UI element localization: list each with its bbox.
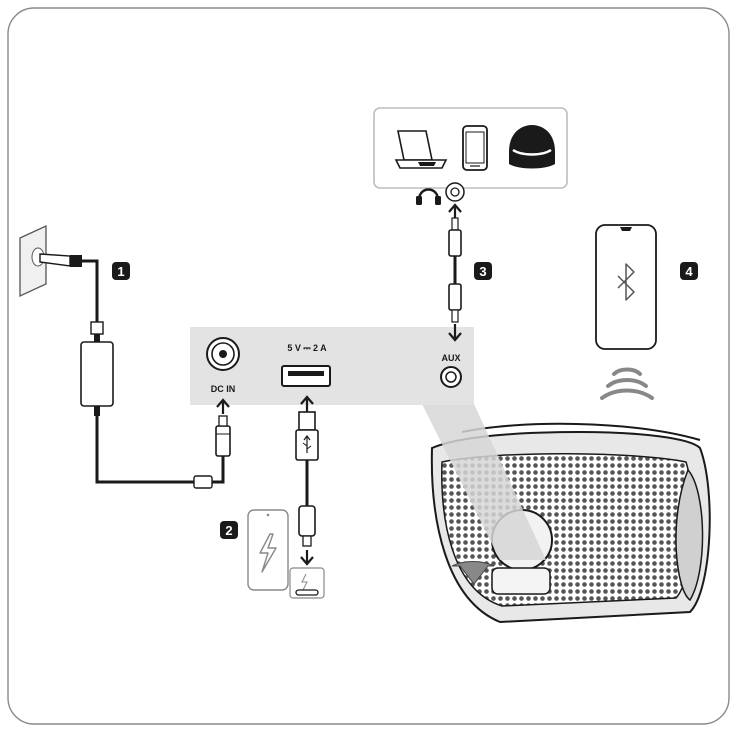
lightning-icon [259,533,277,573]
ferrite-bead [193,475,213,489]
aux-label: AUX [441,353,460,363]
dc-plug [215,415,231,457]
svg-text:3: 3 [479,264,486,279]
headphone-jack-icon [445,182,465,202]
headphones-icon [416,188,441,205]
usb-port [281,365,331,387]
charging-phone [247,509,289,591]
connector-panel: DC IN 5 V ⎓ 2 A AUX [190,327,474,405]
smart-speaker-icon [509,125,555,169]
aux-panel-arrow [448,324,462,342]
svg-text:1: 1 [117,264,124,279]
aux-plug-bottom [448,283,462,323]
laptop-icon [394,130,448,169]
step-2-badge: 2 [220,521,238,539]
step-4-badge: 4 [680,262,698,280]
svg-text:2: 2 [225,523,232,538]
usb-c-arrow [300,550,314,566]
aux-port [440,366,462,388]
smartphone-icon [462,125,488,171]
usb-icon [302,435,312,453]
svg-text:4: 4 [685,264,693,279]
dc-cable [95,416,225,484]
aux-source-arrow [448,203,462,218]
callout-wedge [422,404,546,560]
dc-arrow [216,398,230,414]
dc-in-port [206,337,240,371]
mains-cable [82,259,99,322]
step-3-badge: 3 [474,262,492,280]
device-usb-c-port [289,567,325,599]
usb-arrow [300,395,314,412]
power-adapter-icon [80,321,114,416]
dc-in-label: DC IN [211,384,236,394]
wireless-signal-icon [600,367,654,400]
aux-plug-top [448,217,462,257]
usb-rating-label: 5 V ⎓ 2 A [287,343,327,353]
bluetooth-icon [617,263,635,301]
power-outlet-icon [19,224,82,298]
step-1-badge: 1 [112,262,130,280]
usb-c-plug [298,505,316,547]
